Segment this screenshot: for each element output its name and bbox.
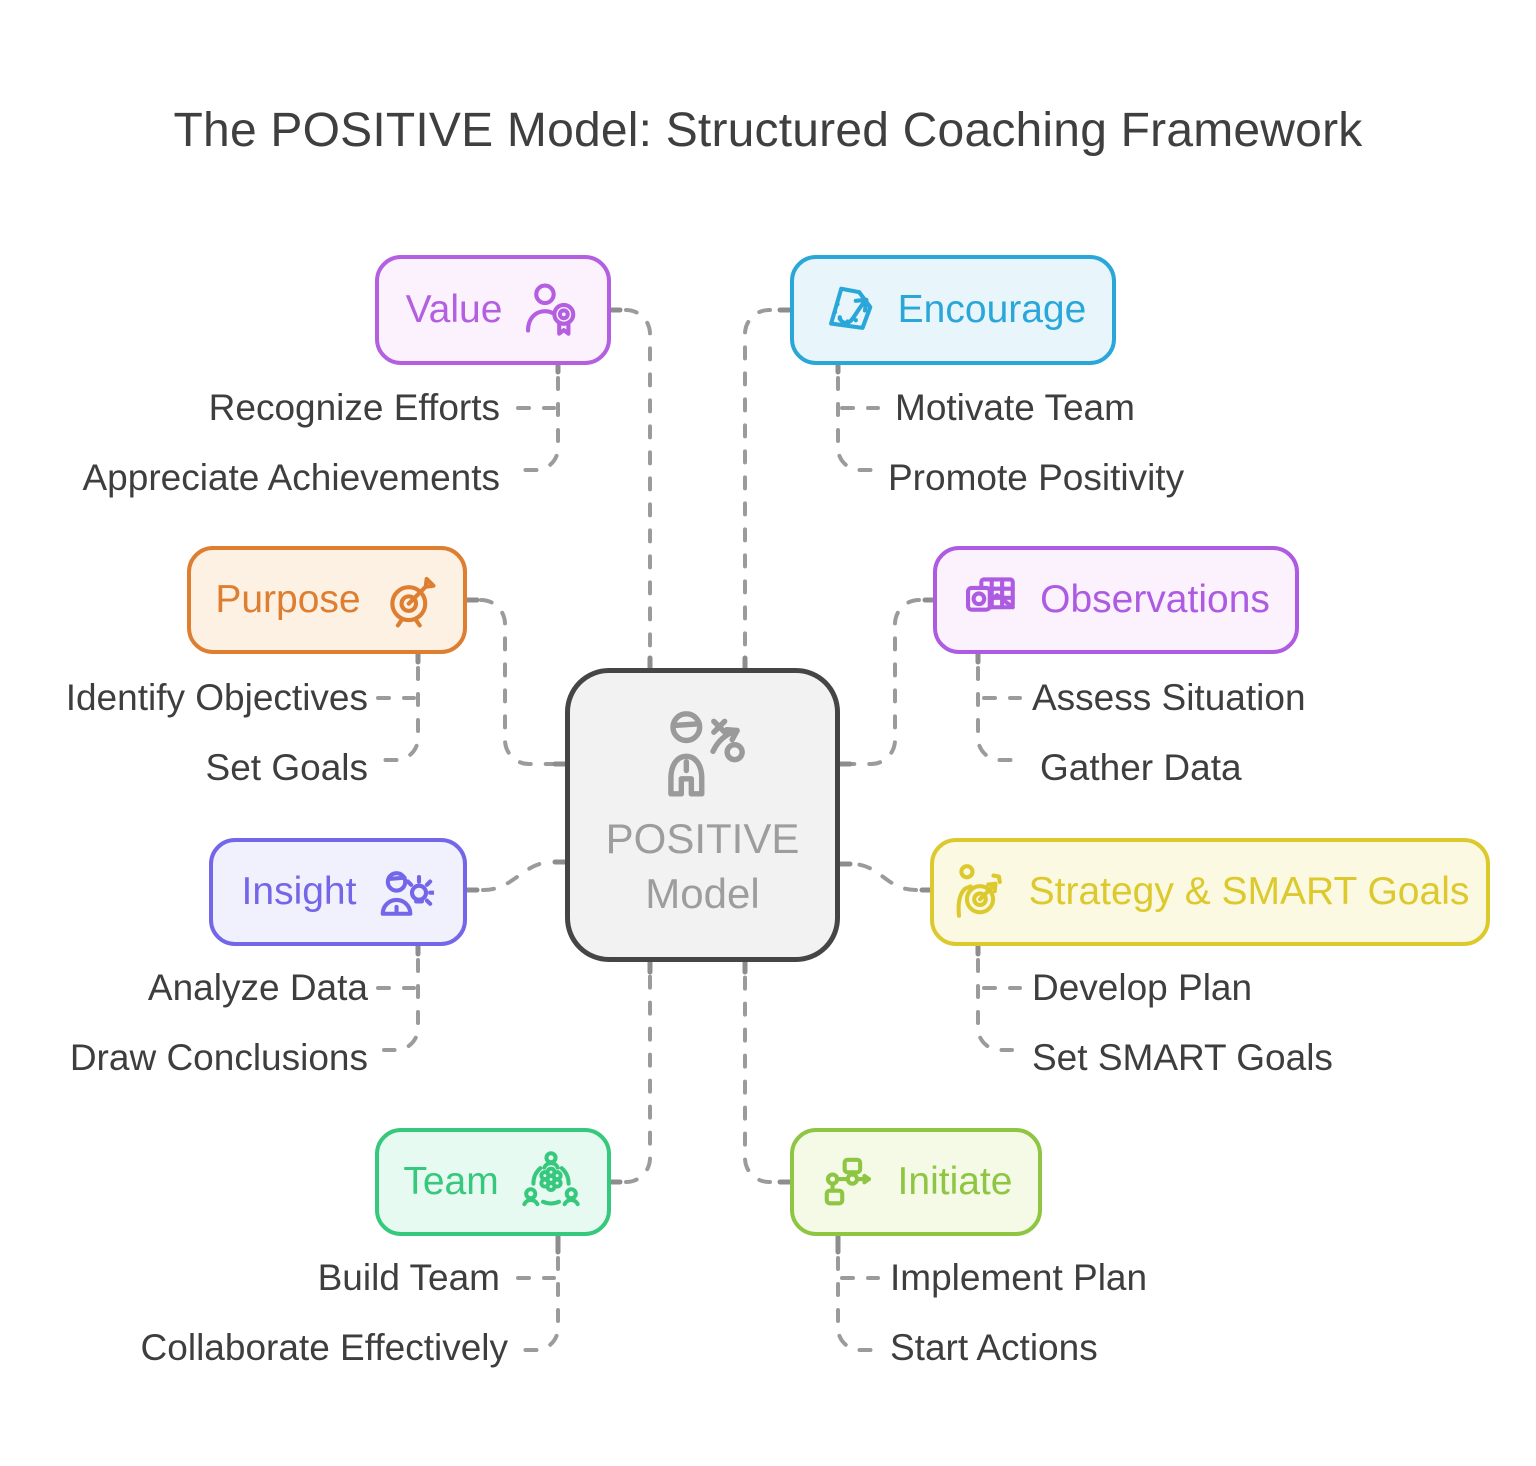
dart-target-icon [389,576,436,628]
media-grid-icon [966,577,1015,612]
sub-item: Implement Plan [890,1257,1148,1298]
connector-encourage-items [836,376,880,472]
sub-item: Promote Positivity [888,457,1185,498]
node-encourage: Encourage [790,255,1116,365]
node-insight: Insight [209,838,467,946]
connector-team-items [516,1256,560,1352]
node-initiate-label: Initiate [897,1160,1013,1203]
coach-strategy-icon [667,711,745,797]
sub-item: Identify Objectives [65,677,368,718]
diagram-title: The POSITIVE Model: Structured Coaching … [173,104,1363,157]
sub-item: Assess Situation [1032,677,1306,718]
connector-value-center [624,308,652,654]
node-team-label: Team [403,1160,499,1203]
node-purpose: Purpose [187,546,467,654]
sub-item: Set Goals [205,747,368,788]
node-encourage-label: Encourage [897,288,1087,331]
node-initiate: Initiate [790,1128,1042,1236]
sub-item: Draw Conclusions [69,1037,368,1078]
connector-strategy-items [976,958,1022,1052]
person-idea-icon [381,871,435,916]
node-purpose-label: Purpose [215,578,361,621]
connector-value-items [516,376,560,472]
sub-item: Appreciate Achievements [82,457,500,498]
node-insight-label: Insight [241,870,357,913]
person-award-icon [526,283,576,336]
node-strategy: Strategy & SMART Goals [930,838,1490,946]
connector-initiate-items [836,1256,880,1352]
connector-encourage-center [743,308,798,654]
sub-item: Recognize Efforts [208,387,500,428]
center-label-line1: POSITIVE [605,815,800,863]
connector-initiate-center [743,974,798,1184]
node-observations-label: Observations [1040,578,1270,621]
node-observations: Observations [933,546,1299,654]
node-value: Value [375,255,611,365]
archer-target-icon [956,864,1002,918]
sub-item: Build Team [317,1257,500,1298]
node-strategy-label: Strategy & SMART Goals [1028,870,1470,913]
connector-team-center [624,974,652,1184]
connector-purpose-items [376,666,420,762]
sub-item: Analyze Data [147,967,368,1008]
connector-purpose-center [479,598,555,766]
sub-item: Start Actions [890,1327,1098,1368]
center-label: POSITIVE Model [606,812,800,921]
connector-strategy-center [850,862,918,892]
sub-item: Develop Plan [1032,967,1253,1008]
connector-observations-center [850,598,921,766]
team-gear-icon [522,1151,580,1207]
node-team: Team [375,1128,611,1236]
center-box: POSITIVE Model [565,668,840,962]
connector-observations-items [976,666,1022,762]
boost-arrow-icon [828,286,872,330]
center-label-line2: Model [645,870,760,917]
flowchart-icon [824,1157,871,1206]
sub-item: Motivate Team [895,387,1135,428]
node-value-label: Value [405,288,503,331]
connector-insight-center [481,860,555,892]
sub-item: Set SMART Goals [1032,1037,1333,1078]
sub-item: Gather Data [1040,747,1242,788]
connector-insight-items [376,958,420,1052]
sub-item: Collaborate Effectively [140,1327,508,1368]
